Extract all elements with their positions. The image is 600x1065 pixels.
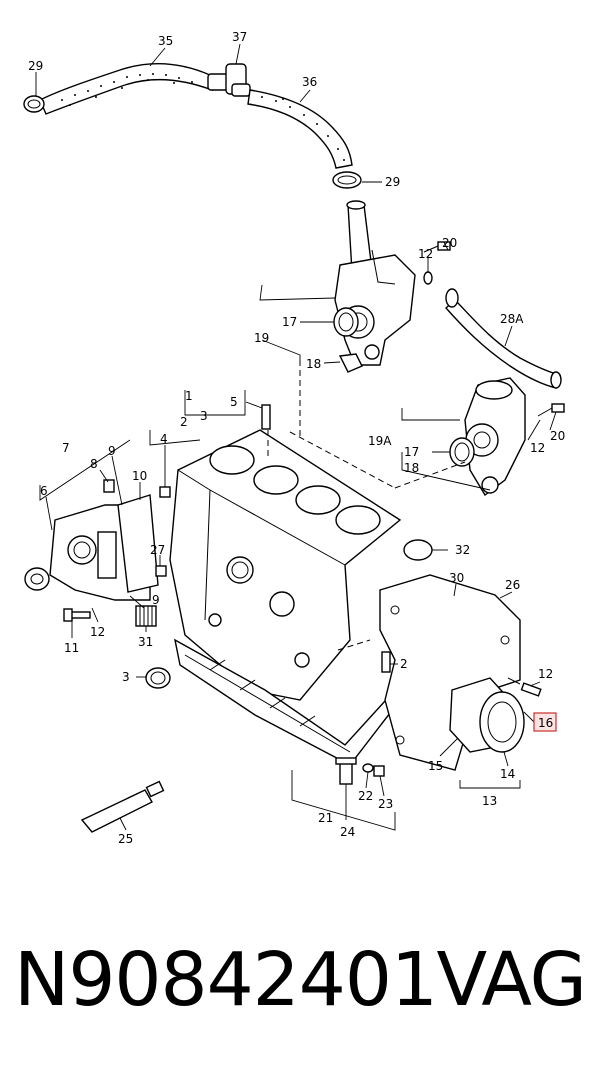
bolt-12-20-right [537, 403, 565, 417]
callout-29-top-left: 29 [28, 59, 43, 73]
callout-12-top: 12 [418, 247, 433, 261]
part-27 [155, 565, 167, 577]
callout-17-top: 17 [282, 315, 297, 329]
callout-11: 11 [64, 641, 79, 655]
callout-29-mid: 29 [385, 175, 400, 189]
callout-37: 37 [232, 30, 247, 44]
callout-4: 4 [160, 432, 168, 446]
bolt-2 [381, 651, 391, 673]
callout-22: 22 [358, 789, 373, 803]
callout-19: 19 [254, 331, 269, 345]
callout-21: 21 [318, 811, 333, 825]
callout-26: 26 [505, 578, 520, 592]
bolt-12-20-top [423, 241, 451, 285]
callout-7: 7 [62, 441, 70, 455]
brand-name: VAG [436, 937, 587, 1023]
o-ring-17-lower [449, 437, 475, 467]
oil-seal-6 [24, 567, 50, 591]
pin-8 [103, 479, 115, 493]
cap-32 [403, 539, 433, 561]
callout-2-lower: 2 [400, 657, 408, 671]
callout-9-top: 9 [108, 444, 116, 458]
callout-24: 24 [340, 825, 355, 839]
callout-35: 35 [158, 34, 173, 48]
cylinder-block-1 [169, 429, 402, 701]
callout-14: 14 [500, 767, 515, 781]
part-footer: N90842401 VAG [0, 930, 600, 1040]
callout-12-left: 12 [90, 625, 105, 639]
callout-20-right: 20 [550, 429, 565, 443]
callout-3-lower: 3 [122, 670, 130, 684]
callout-20-top: 20 [442, 236, 457, 250]
breather-hose-35 [39, 62, 213, 115]
gasket-18 [338, 353, 363, 373]
callout-32: 32 [455, 543, 470, 557]
callout-12-flange: 12 [538, 667, 553, 681]
callout-36: 36 [302, 75, 317, 89]
callout-8: 8 [90, 457, 98, 471]
callout-15: 15 [428, 759, 443, 773]
breather-hose-36 [247, 89, 353, 169]
highlight-box-16 [533, 712, 557, 732]
callout-19A: 19A [368, 434, 392, 448]
callout-5: 5 [230, 395, 238, 409]
callout-31: 31 [138, 635, 153, 649]
exploded-parts-diagram: 29 35 37 36 29 12 20 28A 17 19 18 1 2 3 … [23, 30, 565, 846]
callout-3-top: 3 [200, 409, 208, 423]
hose-clamp-29-right [332, 171, 362, 189]
callout-23: 23 [378, 797, 393, 811]
gasket-9-10 [117, 494, 159, 593]
callout-12-right: 12 [530, 441, 545, 455]
callout-2-top: 2 [180, 415, 188, 429]
breather-housing-19A [464, 377, 526, 497]
o-ring-17 [333, 307, 359, 337]
callout-28A: 28A [500, 312, 524, 326]
valve-37 [207, 63, 251, 97]
sealant-tube-25 [80, 780, 165, 833]
hose-28A [445, 288, 562, 389]
spring-31 [135, 605, 157, 627]
callout-18-top: 18 [306, 357, 321, 371]
callout-30: 30 [449, 571, 464, 585]
breather-housing-19 [334, 249, 416, 366]
hose-clamp-29-left [23, 95, 45, 113]
sleeve-4 [159, 486, 171, 498]
washer-22 [362, 763, 374, 773]
callout-27: 27 [150, 543, 165, 557]
bolt-24 [335, 757, 357, 785]
callout-13: 13 [482, 794, 497, 808]
bolt-12-16 [507, 677, 542, 697]
callout-16: 16 [538, 716, 553, 730]
callout-labels: 29 35 37 36 29 12 20 28A 17 19 18 1 2 3 … [28, 30, 565, 846]
callout-17-lower: 17 [404, 445, 419, 459]
callout-10: 10 [132, 469, 147, 483]
crankshaft-seal-14 [479, 691, 525, 753]
oil-filler-pipe [346, 200, 373, 273]
bolt-11-12 [63, 608, 91, 622]
dowel-5 [261, 404, 271, 430]
callout-18-lower: 18 [404, 461, 419, 475]
callout-1: 1 [185, 389, 193, 403]
seal-ring-3 [145, 667, 171, 689]
drain-plug-23 [373, 765, 385, 777]
callout-6: 6 [40, 484, 48, 498]
callout-9-lower: 9 [152, 593, 160, 607]
part-number: N90842401 [14, 937, 438, 1023]
callout-25: 25 [118, 832, 133, 846]
